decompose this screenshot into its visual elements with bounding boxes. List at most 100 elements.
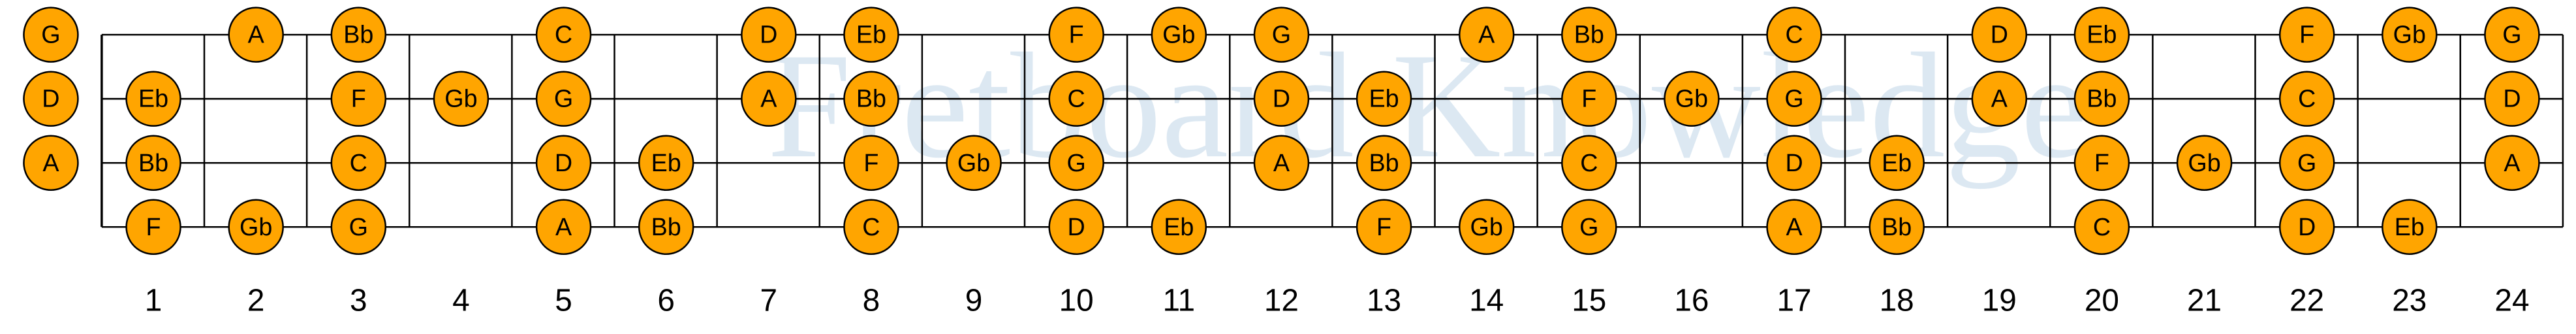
- note-string-1-fret-7: D: [741, 7, 797, 63]
- note-label: D: [42, 85, 59, 112]
- note-label: A: [1786, 213, 1803, 241]
- note-circle: [23, 7, 79, 63]
- note-circle: [1253, 7, 1310, 63]
- fret-number-7: 7: [760, 283, 778, 318]
- fret-number-20: 20: [2085, 283, 2119, 318]
- note-string-4-fret-15: G: [1561, 199, 1617, 256]
- open-note-string-1: G: [23, 7, 79, 63]
- note-circle: [843, 7, 899, 63]
- note-string-2-fret-20: Bb: [2073, 71, 2130, 127]
- note-circle: [2382, 7, 2438, 63]
- note-circle: [638, 135, 694, 191]
- note-circle: [1971, 71, 2028, 127]
- note-circle: [638, 199, 694, 256]
- note-label: D: [1068, 213, 1085, 241]
- note-label: C: [1580, 149, 1598, 176]
- note-string-2-fret-3: F: [330, 71, 387, 127]
- note-string-3-fret-3: C: [330, 135, 387, 191]
- note-string-4-fret-18: Bb: [1869, 199, 1925, 256]
- note-string-3-fret-1: Bb: [125, 135, 181, 191]
- note-string-1-fret-3: Bb: [330, 7, 387, 63]
- note-label: C: [2298, 85, 2316, 112]
- fret-number-14: 14: [1469, 283, 1504, 318]
- note-circle: [2484, 7, 2540, 63]
- note-circle: [2073, 71, 2130, 127]
- note-circle: [1869, 199, 1925, 256]
- note-string-1-fret-12: G: [1253, 7, 1310, 63]
- note-string-4-fret-11: Eb: [1151, 199, 1207, 256]
- note-circle: [1561, 135, 1617, 191]
- note-circle: [1048, 135, 1104, 191]
- fret-number-16: 16: [1674, 283, 1709, 318]
- note-string-3-fret-17: D: [1766, 135, 1822, 191]
- note-circle: [535, 135, 592, 191]
- note-label: Bb: [138, 149, 168, 176]
- note-circle: [330, 199, 387, 256]
- note-label: Bb: [1369, 149, 1399, 176]
- open-note-string-3: A: [23, 135, 79, 191]
- note-label: A: [1478, 21, 1495, 48]
- note-circle: [23, 71, 79, 127]
- note-string-4-fret-2: Gb: [228, 199, 284, 256]
- fret-number-17: 17: [1777, 283, 1812, 318]
- note-label: G: [1579, 213, 1598, 241]
- note-label: D: [555, 149, 572, 176]
- fret-number-13: 13: [1367, 283, 1401, 318]
- note-string-3-fret-9: Gb: [946, 135, 1002, 191]
- note-circle: [1766, 135, 1822, 191]
- note-circle: [2382, 199, 2438, 256]
- note-label: A: [248, 21, 265, 48]
- note-label: Eb: [138, 85, 168, 112]
- fret-number-5: 5: [555, 283, 572, 318]
- note-circle: [2484, 71, 2540, 127]
- note-label: Gb: [957, 149, 990, 176]
- note-label: G: [1784, 85, 1803, 112]
- note-string-2-fret-12: D: [1253, 71, 1310, 127]
- note-label: F: [2094, 149, 2109, 176]
- note-string-3-fret-12: A: [1253, 135, 1310, 191]
- note-label: F: [1069, 21, 1084, 48]
- fret-number-6: 6: [657, 283, 675, 318]
- note-label: C: [555, 21, 572, 48]
- note-circle: [2278, 71, 2335, 127]
- note-label: Eb: [1882, 149, 1912, 176]
- note-circle: [125, 199, 181, 256]
- note-circle: [1356, 71, 1412, 127]
- fret-number-21: 21: [2187, 283, 2222, 318]
- note-circle: [741, 7, 797, 63]
- note-string-2-fret-7: A: [741, 71, 797, 127]
- note-circle: [1048, 199, 1104, 256]
- open-note-string-2: D: [23, 71, 79, 127]
- note-string-2-fret-17: G: [1766, 71, 1822, 127]
- note-string-1-fret-8: Eb: [843, 7, 899, 63]
- note-label: Eb: [1369, 85, 1399, 112]
- note-circle: [843, 135, 899, 191]
- note-label: A: [555, 213, 572, 241]
- note-string-1-fret-14: A: [1458, 7, 1515, 63]
- note-string-3-fret-5: D: [535, 135, 592, 191]
- note-circle: [228, 199, 284, 256]
- note-circle: [125, 135, 181, 191]
- note-circle: [1048, 7, 1104, 63]
- note-circle: [2073, 199, 2130, 256]
- note-string-2-fret-1: Eb: [125, 71, 181, 127]
- note-circle: [1561, 7, 1617, 63]
- note-string-2-fret-4: Gb: [433, 71, 489, 127]
- note-string-1-fret-5: C: [535, 7, 592, 63]
- note-circle: [2278, 135, 2335, 191]
- fret-number-2: 2: [247, 283, 265, 318]
- note-label: Gb: [1675, 85, 1708, 112]
- fret-number-18: 18: [1880, 283, 1914, 318]
- note-label: Bb: [1574, 21, 1604, 48]
- note-circle: [1664, 71, 1720, 127]
- note-string-4-fret-5: A: [535, 199, 592, 256]
- note-circle: [1561, 199, 1617, 256]
- note-circle: [2073, 135, 2130, 191]
- note-string-3-fret-13: Bb: [1356, 135, 1412, 191]
- note-circle: [330, 7, 387, 63]
- note-circle: [1253, 135, 1310, 191]
- note-string-1-fret-23: Gb: [2382, 7, 2438, 63]
- note-label: Eb: [651, 149, 681, 176]
- note-string-1-fret-17: C: [1766, 7, 1822, 63]
